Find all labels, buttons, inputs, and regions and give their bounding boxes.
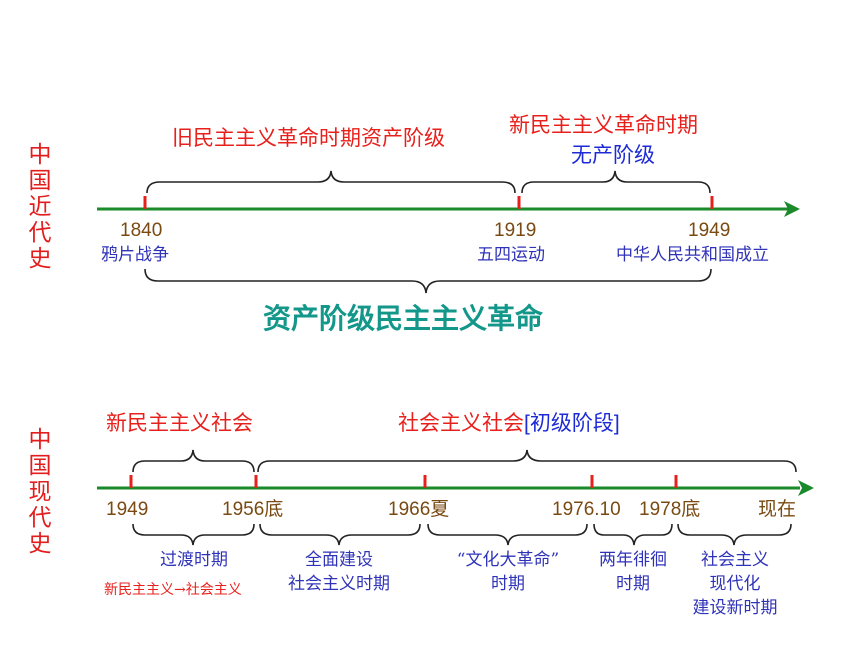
event-opium-war: 鸦片战争: [101, 245, 169, 265]
brace-modernization: [677, 523, 792, 546]
period-two-years-wavering: 两年徘徊 时期: [590, 548, 676, 596]
period-two-years-line2: 时期: [616, 574, 650, 594]
year-1949-modern: 1949: [688, 220, 731, 241]
event-prc-founding: 中华人民共和国成立: [616, 245, 769, 265]
period-modernization-line2: 现代化: [709, 574, 761, 594]
period-cultural-line1: “文化大革命”: [456, 550, 560, 570]
period-comprehensive-construction: 全面建设 社会主义时期: [264, 548, 414, 596]
brace-new-democratic: [521, 170, 711, 194]
year-1840: 1840: [120, 220, 163, 241]
year-1919: 1919: [494, 220, 537, 241]
year-1978-end: 1978底: [639, 499, 701, 520]
year-present: 现在: [758, 499, 797, 520]
period-transition-line1: 过渡时期: [160, 550, 228, 570]
year-1966-summer: 1966夏: [388, 499, 450, 520]
period-modernization: 社会主义 现代化 建设新时期: [676, 548, 794, 620]
brace-comprehensive: [259, 523, 421, 546]
brace-transition: [132, 523, 255, 546]
brace-bourgeois-revolution: [144, 268, 712, 294]
year-1956-end: 1956底: [222, 499, 284, 520]
bourgeois-revolution-label: 资产阶级民主主义革命: [263, 303, 544, 334]
contemporary-history-side-title: 中国现代史: [28, 427, 52, 557]
socialist-society-text: 社会主义社会: [398, 412, 524, 435]
proletariat-label: 无产阶级: [571, 144, 655, 167]
event-may-fourth: 五四运动: [477, 245, 545, 265]
year-1949-contemporary: 1949: [106, 499, 149, 520]
brace-new-democratic-society: [132, 449, 255, 473]
primary-stage-text: [初级阶段]: [524, 412, 620, 435]
period-modernization-line1: 社会主义: [701, 550, 769, 570]
period-modernization-line3: 建设新时期: [692, 598, 778, 618]
brace-two-years: [593, 523, 673, 546]
period-comprehensive-line1: 全面建设: [305, 550, 373, 570]
old-democratic-period-label: 旧民主主义革命时期资产阶级: [172, 127, 445, 150]
transition-note: 新民主主义→社会主义: [104, 582, 242, 598]
period-two-years-line1: 两年徘徊: [599, 550, 667, 570]
brace-cultural-revolution: [427, 523, 588, 546]
period-cultural-revolution: “文化大革命” 时期: [430, 548, 586, 596]
year-1976-10: 1976.10: [552, 499, 621, 520]
brace-old-democratic: [146, 170, 516, 194]
brace-socialist-society: [257, 449, 797, 473]
new-democratic-period-label: 新民主主义革命时期: [509, 114, 698, 137]
socialist-society-label: 社会主义社会[初级阶段]: [398, 413, 620, 434]
modern-axis-arrow: [784, 201, 800, 217]
period-transition: 过渡时期: [133, 548, 255, 572]
period-cultural-line2: 时期: [491, 574, 525, 594]
contemporary-axis-arrow: [798, 480, 814, 496]
period-comprehensive-line2: 社会主义时期: [288, 574, 390, 594]
new-democratic-society-label: 新民主主义社会: [106, 412, 253, 435]
modern-history-side-title: 中国近代史: [28, 142, 52, 272]
